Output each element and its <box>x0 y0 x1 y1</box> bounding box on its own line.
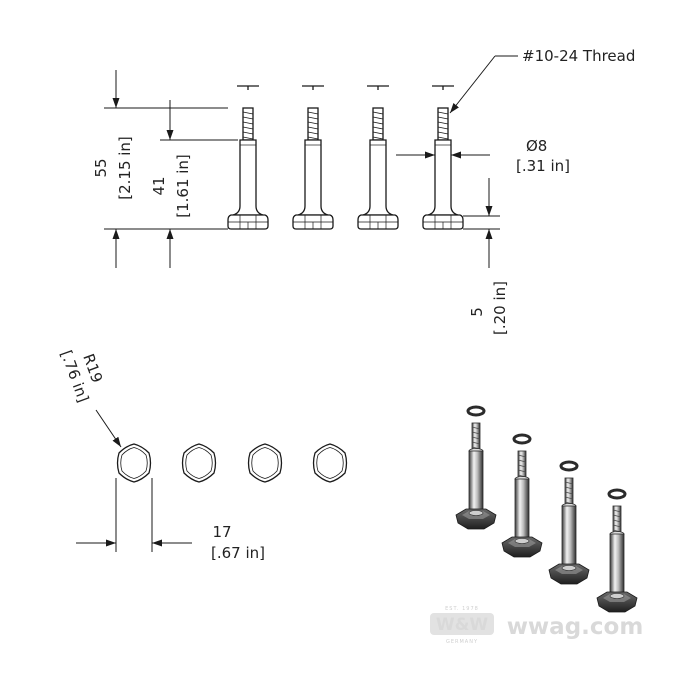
dimension-shaft-diameter-in: [.31 in] <box>516 157 570 175</box>
dimension-shaft-length-mm: 41 <box>150 176 168 195</box>
dimension-head-height-mm: 5 <box>468 307 486 317</box>
bolt-side-view <box>422 85 464 230</box>
bolt-side-view <box>227 85 269 230</box>
hex-top-view-group <box>116 443 348 483</box>
dimension-head-height-in: [.20 in] <box>491 281 509 335</box>
dimension-shaft-length <box>160 100 238 268</box>
bolt-render <box>500 433 544 559</box>
watermark-logo-badge <box>430 613 494 635</box>
thread-callout-leader <box>449 55 518 114</box>
hex-knob-top-view <box>247 443 283 483</box>
dimension-shaft-length-in: [1.61 in] <box>174 154 192 218</box>
dimension-knob-radius <box>95 409 122 448</box>
bolt-side-view <box>292 85 334 230</box>
bolt-render <box>454 405 498 531</box>
thread-callout-label: #10-24 Thread <box>522 47 635 65</box>
bolt-render <box>547 460 591 586</box>
dimension-head-height <box>463 178 500 268</box>
dimension-overall-length-in: [2.15 in] <box>116 136 134 200</box>
dimension-knob-width-mm: 17 <box>212 523 231 541</box>
watermark-brand: W&W <box>436 615 489 635</box>
watermark-place: GERMANY <box>446 639 478 645</box>
hex-knob-top-view <box>181 443 217 483</box>
watermark: EST. 1978 W&W GERMANY wwag.com <box>430 606 643 645</box>
dimension-overall-length <box>104 70 228 268</box>
dimension-shaft-diameter-mm: Ø8 <box>526 137 547 155</box>
watermark-site: wwag.com <box>507 614 644 640</box>
hex-knob-top-view <box>312 443 348 483</box>
hex-knob-top-view <box>116 443 152 483</box>
bolt-side-view <box>357 85 399 230</box>
dimension-knob-width-in: [.67 in] <box>211 544 265 562</box>
watermark-est: EST. 1978 <box>445 606 479 612</box>
dimension-overall-length-mm: 55 <box>92 158 110 177</box>
bolt-render <box>595 488 639 614</box>
product-render-group <box>454 405 639 614</box>
dimension-knob-width <box>76 478 192 552</box>
bolt-side-view-group <box>227 85 464 230</box>
